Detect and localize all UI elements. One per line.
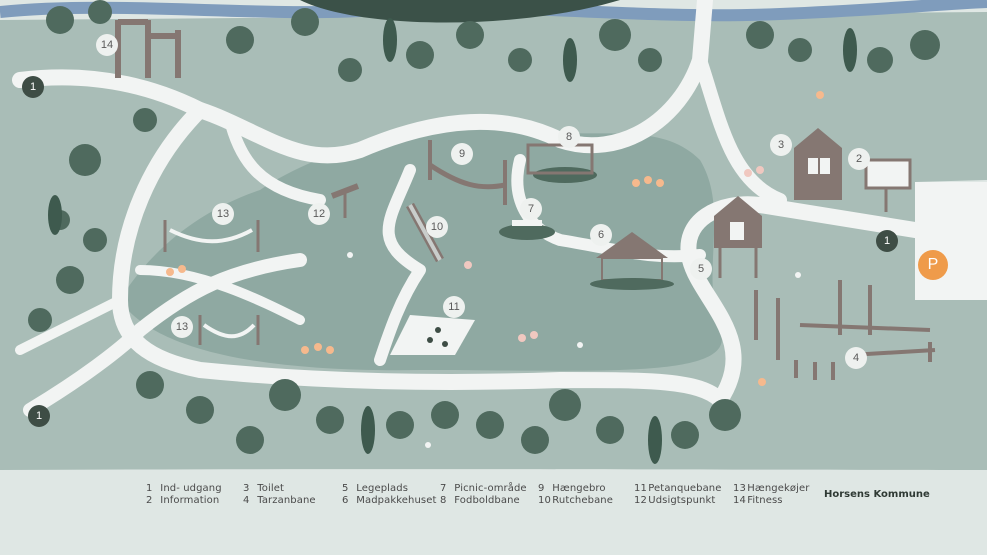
marker-lunch-house[interactable]: 6 [590,224,612,246]
legend-item: 9 Hængebro [538,483,606,494]
football-goal [526,143,597,183]
trees [28,0,940,464]
info-board [864,158,912,212]
legend-item: 8 Fodboldbane [440,494,520,506]
paths [12,0,923,417]
hammock-upper [163,220,260,252]
legend-col-5: 9 Hængebro 10 Rutchebane [538,483,613,506]
legend-item: 6 Madpakkehuset [342,494,437,506]
legend-col-7: 13 Hængekøjer 14 Fitness [733,483,809,506]
marker-viewpoint[interactable]: 12 [308,203,330,225]
legend-col-6: 11 Petanquebane 12 Udsigtspunkt [634,483,722,506]
marker-slide[interactable]: 10 [426,216,448,238]
viewpoint-telescope [330,183,360,218]
marker-information[interactable]: 2 [848,148,870,170]
marker-playground[interactable]: 5 [690,258,712,280]
legend-col-1: 1 Ind- udgang 2 Information [146,483,222,506]
marker-petanque[interactable]: 11 [443,296,465,318]
legend-item: 7 Picnic-område [440,483,527,494]
legend-item: 11 Petanquebane [634,483,722,494]
marker-entrance-1c[interactable]: 1 [876,230,898,252]
marker-entrance-1a[interactable]: 1 [22,76,44,98]
marker-football[interactable]: 8 [558,126,580,148]
brand-logo: Horsens Kommune [824,489,930,500]
marker-fitness[interactable]: 14 [96,34,118,56]
petanque-court [390,315,475,355]
slide [406,202,444,263]
flowers [166,91,824,448]
legend-item: 13 Hængekøjer [733,483,810,494]
legend-item: 14 Fitness [733,494,783,506]
playhouse [714,196,762,278]
toilet-building [794,128,842,200]
legend-item: 4 Tarzanbane [243,494,316,506]
legend-col-2: 3 Toilet 4 Tarzanbane [243,483,316,506]
fitness-structure [115,19,181,78]
legend-item: 5 Legeplads [342,483,409,494]
facilities [115,19,936,380]
marker-picnic[interactable]: 7 [520,198,542,220]
legend-col-3: 5 Legeplads 6 Madpakkehuset [342,483,437,506]
marker-hammocks-lower[interactable]: 13 [171,316,193,338]
legend-item: 2 Information [146,494,220,506]
legend-item: 10 Rutchebane [538,494,613,506]
marker-entrance-1b[interactable]: 1 [28,405,50,427]
marker-tarzan[interactable]: 4 [845,347,867,369]
marker-hammocks-upper[interactable]: 13 [212,203,234,225]
legend-item: 1 Ind- udgang [146,483,222,494]
marker-bridge[interactable]: 9 [451,143,473,165]
parking-lot [915,182,987,300]
lunch-house [590,232,674,290]
marker-toilet[interactable]: 3 [770,134,792,156]
picnic-table [499,220,555,240]
hammock-lower [198,315,260,345]
legend-col-4: 7 Picnic-område 8 Fodboldbane [440,483,527,506]
legend-item: 3 Toilet [243,483,285,494]
legend-item: 12 Udsigtspunkt [634,494,716,506]
suspension-bridge [428,140,507,205]
forest-top [300,0,620,23]
marker-parking[interactable]: P [918,250,948,280]
